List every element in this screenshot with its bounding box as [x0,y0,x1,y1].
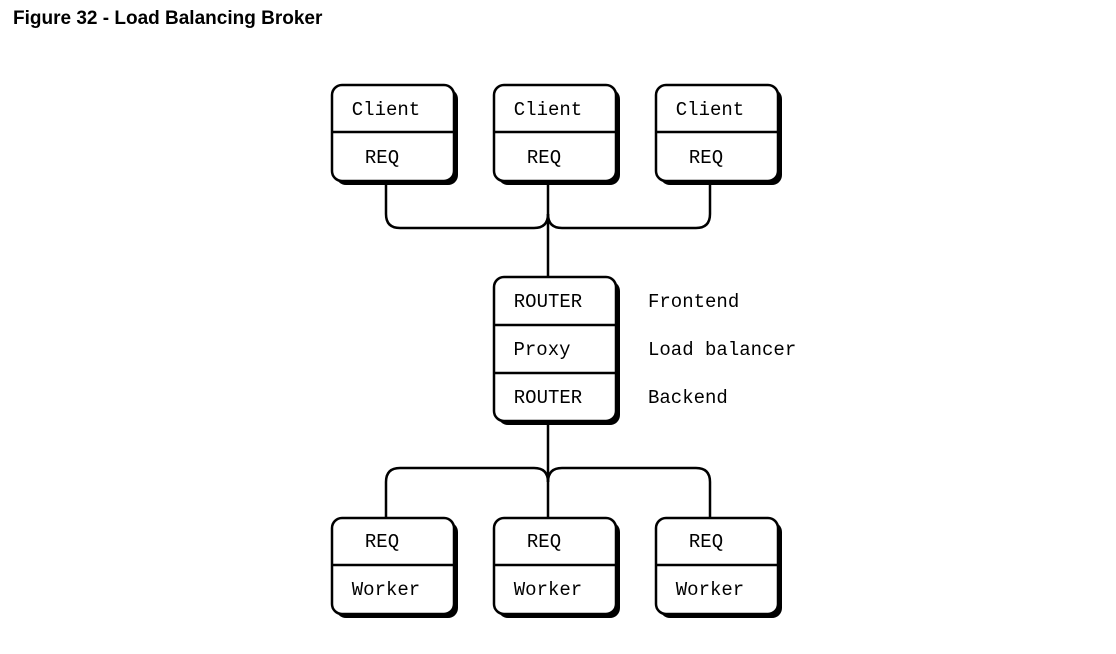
backend-label: Backend [648,387,728,409]
broker-frontend-socket: ROUTER [514,291,582,313]
connector-client-1 [384,182,550,230]
broker-backend-socket: ROUTER [514,387,582,409]
client-socket-label: REQ [365,147,399,169]
broker-proxy-label: Proxy [513,339,570,361]
client-socket-label: REQ [689,147,723,169]
broker-node: ROUTER Proxy ROUTER [492,275,620,425]
worker-socket-label: REQ [527,531,561,553]
load-balancer-label: Load balancer [648,339,796,361]
frontend-label: Frontend [648,291,739,313]
connector-worker-1 [384,466,550,518]
worker-node-1: REQ Worker [330,516,458,618]
connector-worker-3 [546,466,712,518]
worker-node-3: REQ Worker [654,516,782,618]
connector-client-3 [546,182,712,230]
client-socket-label: REQ [527,147,561,169]
client-label: Client [676,99,744,121]
worker-label: Worker [676,579,744,601]
worker-label: Worker [514,579,582,601]
client-node-2: Client REQ [492,83,620,185]
client-label: Client [514,99,582,121]
client-connectors [384,182,712,277]
worker-socket-label: REQ [689,531,723,553]
worker-socket-label: REQ [365,531,399,553]
node-box [492,275,618,423]
figure-title: Figure 32 - Load Balancing Broker [13,8,323,29]
client-node-1: Client REQ [330,83,458,185]
client-label: Client [352,99,420,121]
client-node-3: Client REQ [654,83,782,185]
worker-label: Worker [352,579,420,601]
worker-connectors [384,422,712,518]
worker-node-2: REQ Worker [492,516,620,618]
